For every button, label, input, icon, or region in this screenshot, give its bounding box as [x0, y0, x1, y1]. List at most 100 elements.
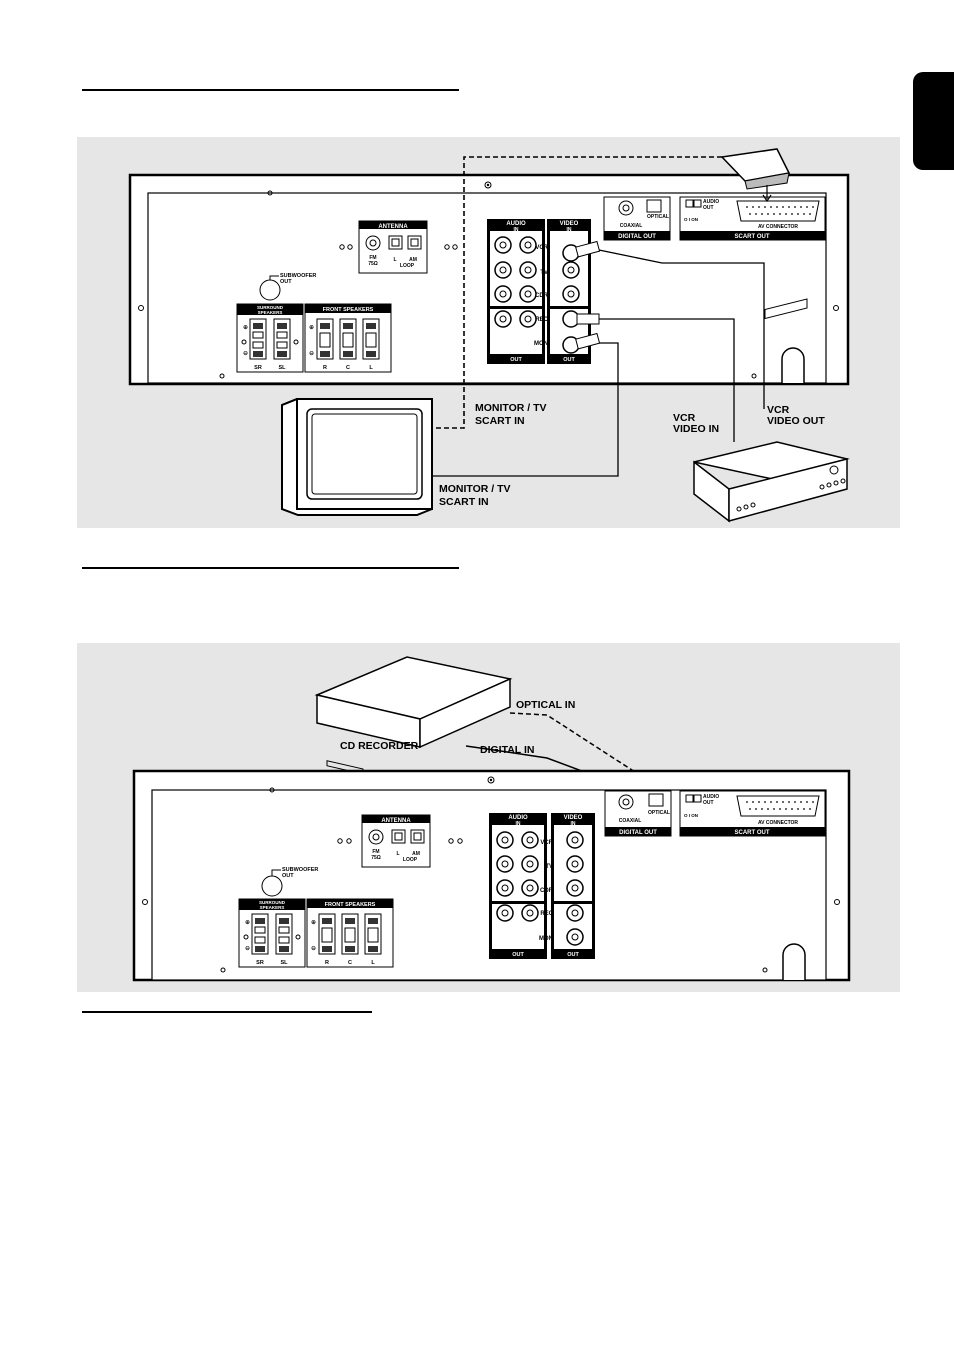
audio-jack[interactable] [496, 831, 514, 849]
optical-in-label: OPTICAL IN [516, 699, 575, 711]
monitor-scart-label: MONITOR / TV [475, 402, 547, 414]
screw-icon [762, 967, 768, 973]
svg-text:⊕: ⊕ [311, 920, 316, 926]
svg-text:L: L [396, 851, 399, 857]
svg-text:⊖: ⊖ [243, 351, 248, 357]
svg-text:VIDEO: VIDEO [560, 221, 579, 227]
scart-cable-dashed [432, 156, 722, 429]
scart-socket[interactable] [736, 795, 820, 817]
screw-icon [751, 373, 757, 379]
scart-plug [720, 148, 791, 203]
chassis-notch [781, 347, 805, 383]
audio-jack[interactable] [521, 904, 539, 922]
am-loop-terminal[interactable] [410, 829, 425, 844]
antenna-label: ANTENNA [378, 224, 408, 230]
fm-antenna-jack[interactable] [365, 235, 381, 251]
svg-text:ANTENNA: ANTENNA [381, 818, 411, 824]
svg-text:R: R [325, 960, 329, 966]
svg-text:⊕: ⊕ [243, 325, 248, 331]
digital-in-label: DIGITAL IN [480, 744, 534, 756]
svg-text:AM: AM [409, 257, 417, 263]
audio-jack[interactable] [519, 261, 537, 279]
svg-text:OUT: OUT [510, 357, 522, 363]
svg-text:SURROUND: SURROUND [257, 305, 284, 310]
svg-text:OUT: OUT [280, 279, 292, 285]
video-in-block: VIDEO IN VCR TV CDR REC MON OUT [539, 813, 595, 959]
video-jack-tv[interactable] [562, 261, 580, 279]
audio-jack[interactable] [496, 879, 514, 897]
svg-text:L: L [369, 365, 373, 371]
video-jack-vcr[interactable] [566, 831, 584, 849]
video-jack-cdr[interactable] [566, 879, 584, 897]
am-loop-terminal[interactable] [407, 235, 422, 250]
audio-jack[interactable] [494, 310, 512, 328]
scart-out-block: AUDIO OUT O I ON AV CONNECTOR SCART OUT [679, 196, 826, 241]
subwoofer-jack[interactable] [259, 279, 281, 301]
am-loop-terminal[interactable] [388, 235, 403, 250]
svg-text:OUT: OUT [512, 952, 524, 958]
svg-text:OUT: OUT [282, 873, 294, 879]
am-loop-terminal[interactable] [391, 829, 406, 844]
video-jack-tv[interactable] [566, 855, 584, 873]
svg-text:C: C [348, 960, 352, 966]
svg-text:AUDIO: AUDIO [508, 815, 528, 821]
cd-recorder-label: CD RECORDER [340, 740, 419, 752]
video-in-block: VIDEO IN VCR TV CDR REC MON OUT [534, 219, 591, 364]
optical-jack[interactable] [646, 199, 662, 213]
screw-icon [833, 305, 839, 311]
audio-jack[interactable] [494, 261, 512, 279]
svg-text:TV: TV [540, 270, 548, 276]
chassis-notch [782, 943, 806, 980]
svg-text:IN: IN [516, 821, 521, 827]
subwoofer-out: SUBWOOFER OUT [259, 273, 316, 301]
svg-text:⊕: ⊕ [245, 920, 250, 926]
audio-jack[interactable] [496, 904, 514, 922]
svg-text:SCART OUT: SCART OUT [735, 234, 770, 240]
audio-jack[interactable] [521, 831, 539, 849]
svg-text:VIDEO: VIDEO [564, 815, 583, 821]
diagram-digital-svg: OPTICAL IN DIGITAL IN CD RECORDER ANTENN… [132, 656, 851, 982]
svg-text:REC: REC [540, 911, 553, 917]
video-jack-mon[interactable] [566, 928, 584, 946]
surround-speakers-block: SURROUND SPEAKERS ⊕⊖ SR SL [238, 898, 306, 968]
svg-text:SUBWOOFER: SUBWOOFER [280, 273, 316, 279]
audio-jack[interactable] [519, 310, 537, 328]
svg-text:AUDIO: AUDIO [703, 199, 719, 205]
svg-text:FM: FM [372, 849, 379, 855]
svg-text:MON: MON [534, 341, 548, 347]
diagram-video-svg: ANTENNA FM 75Ω L AM LOOP SUBWOOFER OUT S… [128, 148, 850, 523]
surround-speakers-block: SURROUND SPEAKERS ⊕⊖ SR SL [236, 303, 304, 373]
svg-text:R: R [323, 365, 327, 371]
coaxial-jack[interactable] [618, 200, 634, 216]
audio-jack[interactable] [519, 285, 537, 303]
svg-text:OPTICAL: OPTICAL [648, 810, 670, 816]
fm-antenna-jack[interactable] [368, 829, 384, 845]
svg-text:SUBWOOFER: SUBWOOFER [282, 867, 318, 873]
optical-jack[interactable] [648, 793, 664, 807]
video-jack-cdr[interactable] [562, 285, 580, 303]
front-speakers-block: FRONT SPEAKERS ⊕⊖ R C L [304, 303, 392, 373]
diagram-video-connections: ANTENNA FM 75Ω L AM LOOP SUBWOOFER OUT S… [77, 137, 900, 528]
audio-jack[interactable] [494, 285, 512, 303]
audio-jack[interactable] [519, 236, 537, 254]
audio-jack[interactable] [494, 236, 512, 254]
audio-jack[interactable] [521, 879, 539, 897]
video-jack-rec[interactable] [566, 904, 584, 922]
scart-socket[interactable] [736, 200, 820, 222]
audio-jack[interactable] [521, 855, 539, 873]
vcr-video-in-label: VCR [673, 412, 696, 424]
screw-icon [219, 373, 225, 379]
svg-text:VIDEO OUT: VIDEO OUT [767, 415, 825, 427]
subwoofer-jack[interactable] [261, 875, 283, 897]
svg-text:COAXIAL: COAXIAL [620, 223, 643, 229]
svg-text:DIGITAL OUT: DIGITAL OUT [619, 830, 657, 836]
coaxial-jack[interactable] [618, 794, 634, 810]
screw-icon [142, 899, 148, 905]
svg-text:SPEAKERS: SPEAKERS [258, 310, 283, 315]
svg-text:IN: IN [514, 227, 519, 233]
monitor-bottom-label: MONITOR / TV [439, 483, 511, 495]
svg-text:SR: SR [256, 960, 264, 966]
svg-text:AUDIO: AUDIO [506, 221, 526, 227]
svg-text:AUDIO: AUDIO [703, 794, 719, 800]
audio-jack[interactable] [496, 855, 514, 873]
